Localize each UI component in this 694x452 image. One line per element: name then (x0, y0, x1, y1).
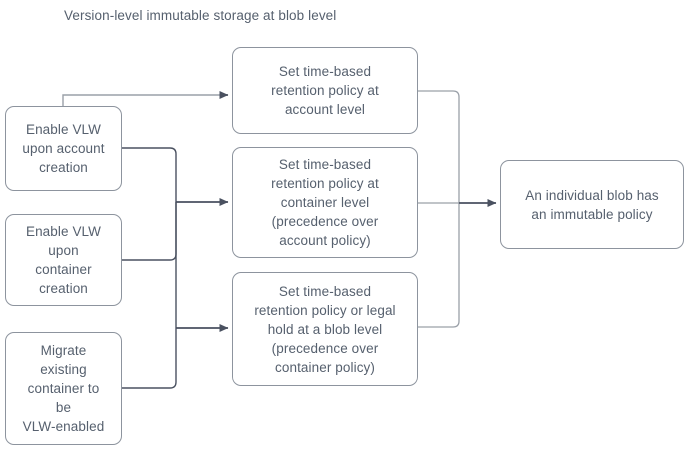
node-label: Migrate existing container to be VLW-ena… (22, 343, 105, 434)
node-migrate-container[interactable]: Migrate existing container to be VLW-ena… (5, 332, 122, 445)
edge-account-to-account-policy (62, 91, 229, 106)
node-enable-vlw-account[interactable]: Enable VLW upon account creation (5, 106, 122, 191)
node-account-retention-policy[interactable]: Set time-based retention policy at accou… (232, 47, 418, 134)
node-label: Enable VLW upon account creation (22, 122, 105, 175)
node-label: An individual blob has an immutable poli… (525, 187, 659, 222)
node-label: Set time-based retention policy or legal… (254, 283, 396, 375)
node-label: Enable VLW upon container creation (25, 224, 102, 296)
node-enable-vlw-container[interactable]: Enable VLW upon container creation (5, 214, 122, 306)
edge-migrate-to-bus (122, 328, 177, 389)
edge-account-policy-to-merge (418, 90, 460, 203)
node-blob-retention-policy[interactable]: Set time-based retention policy or legal… (232, 272, 418, 386)
edge-account-to-bus (122, 147, 177, 202)
edge-blob-policy-to-merge (418, 203, 460, 328)
diagram-title: Version-level immutable storage at blob … (64, 8, 337, 23)
node-container-retention-policy[interactable]: Set time-based retention policy at conta… (232, 147, 418, 258)
node-label: Set time-based retention policy at accou… (271, 64, 379, 117)
node-label: Set time-based retention policy at conta… (271, 157, 379, 248)
edge-container-to-bus (122, 202, 177, 261)
node-immutable-outcome[interactable]: An individual blob has an immutable poli… (500, 160, 684, 249)
